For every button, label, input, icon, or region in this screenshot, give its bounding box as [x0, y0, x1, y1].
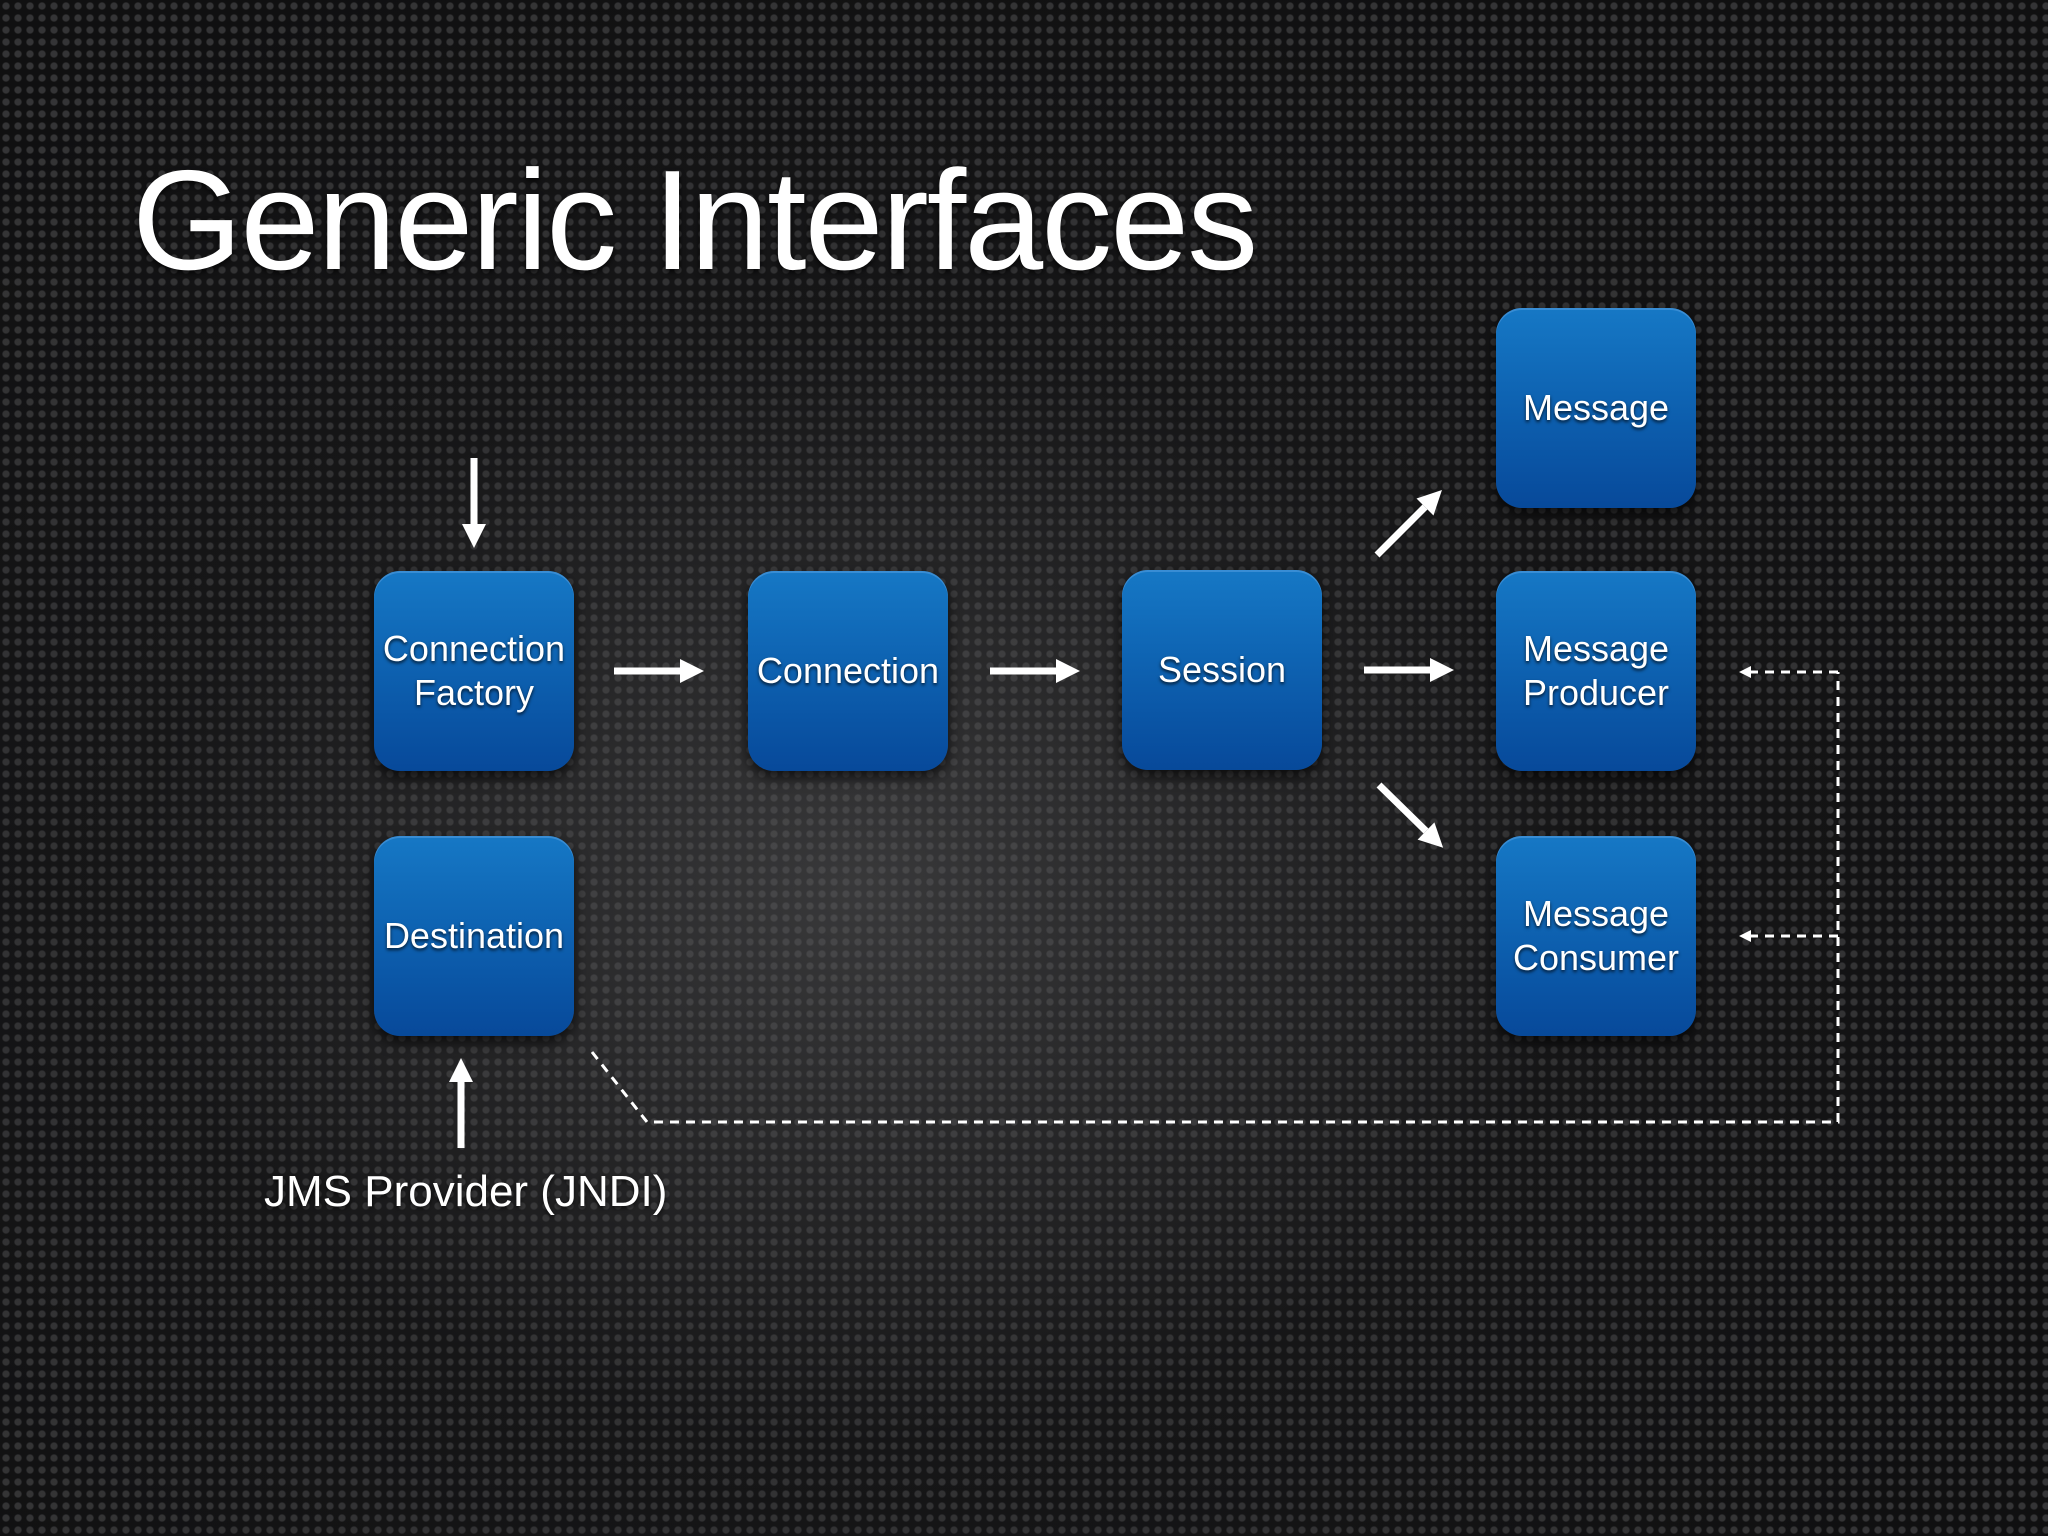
connection-factory-label: Connection Factory — [382, 628, 566, 713]
arrow-session-to-consumer — [1376, 782, 1444, 848]
message-label: Message — [1522, 387, 1670, 428]
connection-node: Connection — [748, 571, 948, 771]
session-node: Session — [1122, 570, 1322, 770]
message-node: Message — [1496, 308, 1696, 508]
arrow-session-to-message — [1374, 490, 1442, 558]
jms-provider-label: JMS Provider (JNDI) — [264, 1167, 668, 1216]
message-producer-label: Message Producer — [1522, 628, 1670, 713]
destination-node: Destination — [374, 836, 574, 1036]
connection-factory-node: Connection Factory — [374, 571, 574, 771]
message-consumer-label: Message Consumer — [1512, 893, 1680, 978]
message-consumer-node: Message Consumer — [1496, 836, 1696, 1036]
destination-label: Destination — [383, 915, 565, 956]
session-label: Session — [1157, 649, 1287, 690]
message-producer-node: Message Producer — [1496, 571, 1696, 771]
dashed-destination-link — [590, 672, 1840, 1124]
connection-label: Connection — [756, 650, 940, 691]
slide-title: Generic Interfaces — [132, 141, 1258, 300]
